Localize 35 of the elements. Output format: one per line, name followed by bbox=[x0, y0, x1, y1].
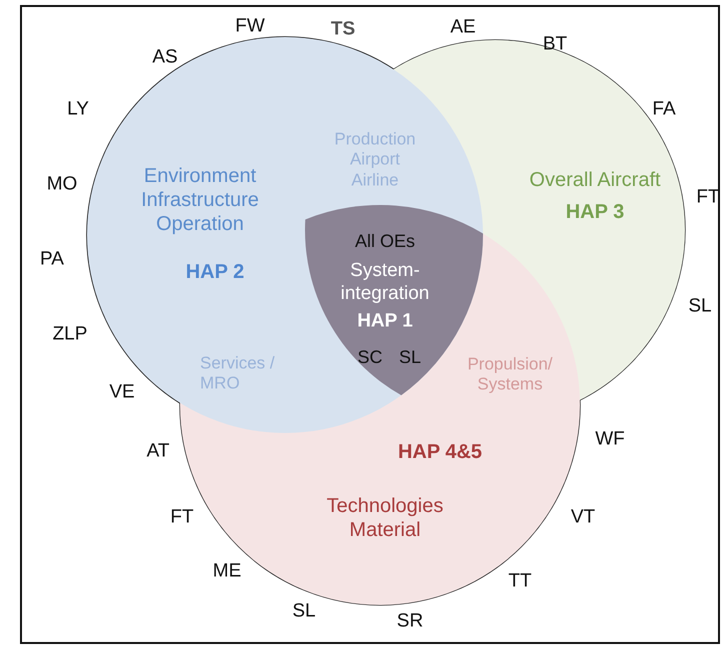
region-title: Propulsion/ Systems bbox=[466, 354, 554, 396]
abbreviation-label: AT bbox=[146, 440, 170, 464]
hap-label: HAP 4&5 bbox=[398, 440, 482, 464]
abbreviation-label: SR bbox=[396, 610, 424, 634]
abbreviation-label: ME bbox=[212, 560, 242, 584]
abbreviation-label: BT bbox=[542, 34, 568, 56]
region-title: Technologies Material bbox=[326, 494, 444, 542]
abbreviation-label: VT bbox=[570, 506, 596, 530]
region-title: Environment Infrastructure Operation bbox=[140, 164, 260, 236]
hap-label: HAP 3 bbox=[566, 200, 624, 224]
abbreviation-label: FT bbox=[170, 506, 194, 530]
abbreviation-label: PA bbox=[40, 248, 64, 272]
abbreviation-label: AE bbox=[450, 16, 476, 40]
abbreviation-label: SL bbox=[688, 296, 712, 318]
region-title: Overall Aircraft bbox=[529, 168, 661, 192]
abbreviation-label: AS bbox=[152, 46, 178, 70]
hap-label: HAP 2 bbox=[186, 260, 244, 284]
region-title: All OEs bbox=[355, 231, 415, 253]
region-title: System-integration bbox=[340, 260, 430, 306]
abbreviation-label: SC bbox=[358, 347, 382, 369]
region-title: Production Airport Airline bbox=[333, 129, 417, 191]
abbreviation-label: WF bbox=[595, 428, 625, 452]
abbreviation-label: TS bbox=[330, 18, 356, 42]
region-title: Services / MRO bbox=[200, 354, 276, 394]
abbreviation-label: FA bbox=[652, 98, 676, 122]
abbreviation-label: FT bbox=[696, 186, 720, 210]
abbreviation-label: LY bbox=[67, 98, 89, 122]
hap-label: HAP 1 bbox=[357, 310, 413, 334]
abbreviation-label: TT bbox=[508, 570, 532, 594]
abbreviation-label: ZLP bbox=[52, 324, 88, 346]
abbreviation-label: MO bbox=[46, 174, 78, 196]
abbreviation-label: FW bbox=[235, 16, 265, 38]
abbreviation-label: SL bbox=[292, 600, 316, 624]
abbreviation-label: SL bbox=[398, 347, 422, 369]
abbreviation-label: VE bbox=[109, 382, 135, 404]
